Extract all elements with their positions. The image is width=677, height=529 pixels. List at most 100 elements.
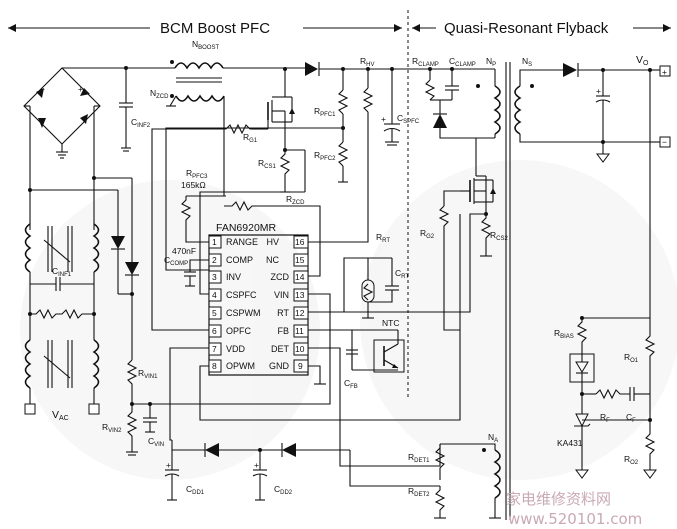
n-s-label: NS <box>522 56 532 68</box>
r-rt-label: RRT <box>376 232 390 244</box>
c-dd1-plus: + <box>166 460 171 470</box>
pin-2-num: 2 <box>212 255 217 265</box>
r-pfc3-resistor: RPFC3 165kΩ <box>180 168 224 230</box>
boost-diode <box>305 62 320 76</box>
bridge-minus: − <box>40 84 45 94</box>
pin-1-num: 1 <box>212 237 217 247</box>
pin-7-name: VDD <box>226 344 246 354</box>
c-clamp-label: CCLAMP <box>449 56 476 68</box>
r-zcd-label: RZCD <box>286 194 305 206</box>
pin-3-name: INV <box>226 272 241 282</box>
v-o-label: VO <box>636 54 649 67</box>
pin-6-name: OPFC <box>226 326 252 336</box>
c-f-label: CF <box>626 412 636 424</box>
r-g2-label: RG2 <box>420 228 435 240</box>
pin-14-name: ZCD <box>271 272 290 282</box>
r-cs1-label: RCS1 <box>258 158 276 170</box>
c-470-label: 470nF <box>172 246 196 256</box>
r-g2-resistor: RG2 <box>420 205 460 331</box>
r-pfc3-value: 165kΩ <box>181 180 206 190</box>
r-cs2-label: RCS2 <box>490 230 508 242</box>
v-o-plus: + <box>662 67 667 77</box>
pin-4-name: CSPFC <box>226 290 257 300</box>
c-out-plus: + <box>596 86 601 96</box>
vin-diodes <box>30 177 139 360</box>
c-dd2-plus: + <box>254 460 259 470</box>
pin-11-name: FB <box>277 326 289 336</box>
pin-15-name: NC <box>266 255 279 265</box>
r-f-label: RF <box>600 412 610 424</box>
c-dd1-label: CDD1 <box>186 484 205 496</box>
pin-16-name: HV <box>266 237 279 247</box>
pin-9-num: 9 <box>298 361 303 371</box>
pfc-mosfet <box>252 69 295 150</box>
pin-12-num: 12 <box>295 308 305 318</box>
pin-8-name: OPWM <box>226 361 255 371</box>
n-p-label: NP <box>486 56 496 68</box>
pin-13-num: 13 <box>295 290 305 300</box>
r-pfc3-label: RPFC3 <box>186 168 208 180</box>
output-divider: RO1 RO2 <box>624 318 657 479</box>
clamp-network: RCLAMP CCLAMP <box>405 56 495 139</box>
flyback-mosfet <box>460 175 496 216</box>
aux-winding: NA RDET1 RDET2 <box>408 432 501 519</box>
pin-1-name: RANGE <box>226 237 258 247</box>
ntc-label: NTC <box>382 318 399 328</box>
n-zcd-label: NZCD <box>150 88 169 100</box>
v-o-minus: − <box>662 137 667 147</box>
v-ac-label: VAC <box>52 409 69 422</box>
pin-9-name: GND <box>269 361 290 371</box>
r-det2-label: RDET2 <box>408 486 430 498</box>
ic-left-pins: 1 2 3 4 5 6 7 8 RANGE COMP INV CSPFC CSP… <box>208 235 261 373</box>
pin-13-name: VIN <box>274 290 289 300</box>
vin-divider: RVIN1 RVIN2 CVIN <box>102 359 164 456</box>
r-hv-resistor: RHV <box>308 56 374 243</box>
pin-10-num: 10 <box>295 344 305 354</box>
pin-12-name: RT <box>277 308 289 318</box>
r-pfc2-label: RPFC2 <box>314 150 336 162</box>
c-rt-label: CRT <box>395 268 409 280</box>
c-spfc-capacitor: + CSPFC <box>381 69 420 146</box>
r-g1-label: RG1 <box>243 132 258 144</box>
feedback-secondary: RBIAS RF CF KA431 <box>554 316 650 479</box>
r-pfc-divider: RPFC1 RPFC2 <box>314 69 349 183</box>
pin-3-num: 3 <box>212 272 217 282</box>
transformer-core <box>505 62 511 520</box>
watermark-cn: 家电维修资料网 <box>506 490 611 508</box>
r-zcd-resistor: RZCD <box>224 194 321 277</box>
c-inf1-label: CINF1 <box>52 266 72 278</box>
flyback-section-title: Quasi-Resonant Flyback <box>444 20 609 37</box>
bridge-plus: + <box>78 84 83 94</box>
pin-10-name: DET <box>271 344 290 354</box>
r-o2-label: RO2 <box>624 454 639 466</box>
ic-right-pins: 16 15 14 13 12 11 10 9 HV NC ZCD VIN RT … <box>266 235 309 373</box>
watermark-url: www.520101.com <box>508 510 642 528</box>
r-det1-label: RDET1 <box>408 452 430 464</box>
pin-4-num: 4 <box>212 290 217 300</box>
c-dd2-label: CDD2 <box>274 484 293 496</box>
ic-name: FAN6920MR <box>216 222 277 234</box>
bridge-rectifier: − + <box>23 67 101 159</box>
c-inf2-label: CINF2 <box>131 117 151 129</box>
r-vin2-label: RVIN2 <box>102 422 122 434</box>
r-o1-label: RO1 <box>624 352 639 364</box>
pin-5-num: 5 <box>212 308 217 318</box>
range-capacitor: 470nF CCOMP <box>164 230 209 287</box>
r-hv-label: RHV <box>360 56 374 68</box>
ka431-label: KA431 <box>557 438 583 448</box>
r-vin1-label: RVIN1 <box>138 368 158 380</box>
n-boost-label: NBOOST <box>192 39 219 51</box>
c-vin-label: CVIN <box>148 436 164 448</box>
c-comp-label: CCOMP <box>164 255 188 267</box>
pin-14-num: 14 <box>295 272 305 282</box>
vdd-supply: + CDD1 + CDD2 <box>164 440 440 501</box>
fb-optocoupler: CFB <box>308 329 405 390</box>
r-cs2-resistor: RCS2 <box>308 213 508 313</box>
boost-inductor: NBOOST NZCD <box>150 39 225 107</box>
c-spfc-plus: + <box>381 114 386 124</box>
c-inf2-capacitor: CINF2 <box>119 68 151 152</box>
pfc-section-title: BCM Boost PFC <box>160 20 270 37</box>
output-capacitor: + <box>595 70 611 163</box>
vo-terminals: VO + − <box>636 54 671 318</box>
primary-winding: NP <box>475 56 501 176</box>
